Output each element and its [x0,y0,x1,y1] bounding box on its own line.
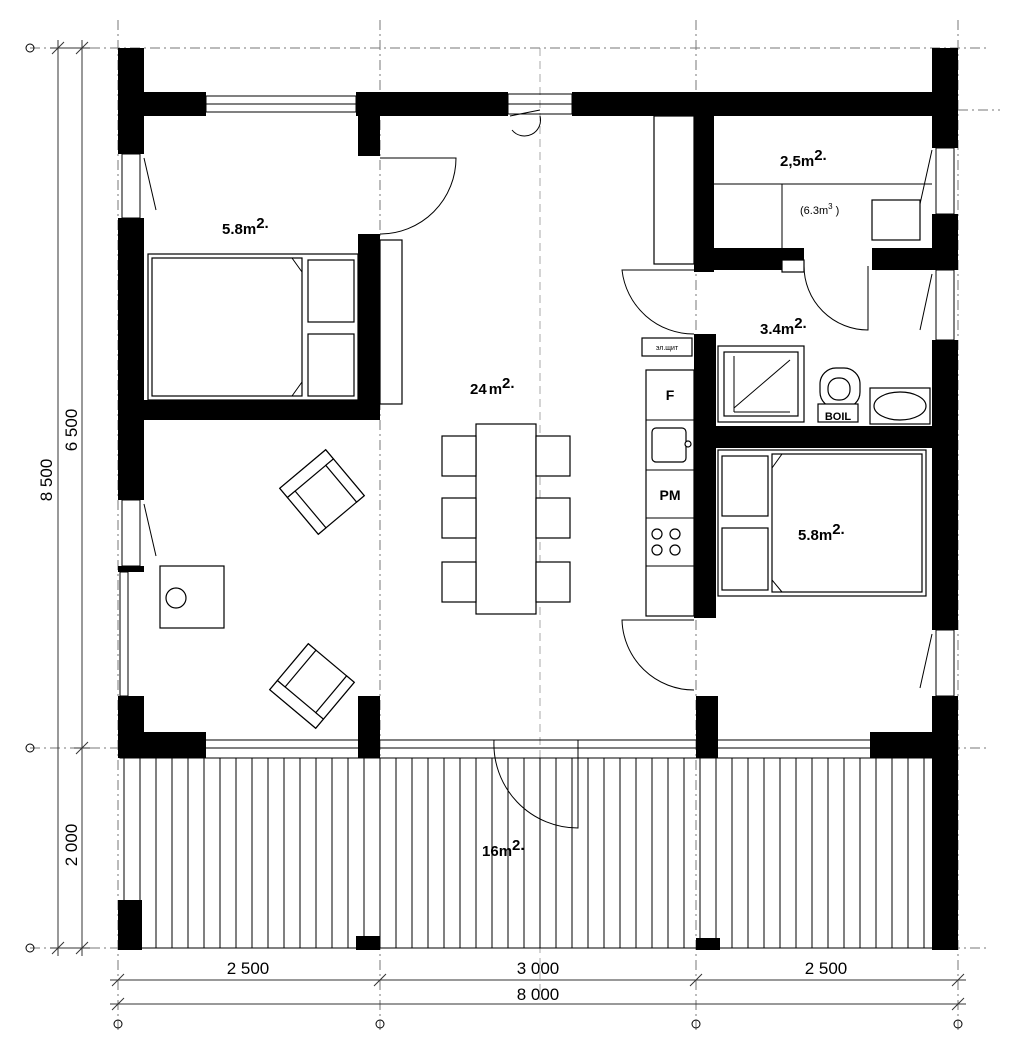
terrace-decking [118,739,958,949]
bed-right [717,449,927,597]
label-bedroom-right: 5.8m2. [798,521,845,544]
dim-bay-left: 2 500 [227,959,270,978]
armchair-top [278,448,366,536]
label-electric-panel: эл.щит [656,345,679,352]
dining-table [441,423,571,615]
dimension-lines [50,40,966,1011]
label-bedroom-left: 5.8m2. [222,215,269,238]
label-washer: PM [660,487,681,503]
label-bathroom: 3.4m2. [760,315,807,338]
dim-bay-middle: 3 000 [517,959,560,978]
toilet [817,367,861,423]
dim-terrace-depth: 2 000 [62,824,81,867]
shower [717,345,805,423]
electric-panel [641,337,693,357]
kitchen-counter [645,369,695,617]
storage-fixtures [714,183,932,273]
doors [143,109,933,829]
label-boiler: BOIL [825,411,852,423]
dim-house-depth: 6 500 [62,409,81,452]
label-terrace: 16m2. [482,837,525,860]
label-storage-volume: (6.3m3) [800,202,839,217]
label-fridge: F [666,387,675,403]
closet-top [653,115,695,265]
stove-fireplace [159,565,225,629]
dim-overall-height: 8 500 [37,459,56,502]
bed-left [147,253,359,401]
label-storage: 2,5m2. [780,147,827,170]
walls [118,48,958,950]
armchair-bottom [268,642,356,730]
wardrobe-left [379,239,403,405]
dim-overall-width: 8 000 [517,985,560,1004]
windows [119,93,955,697]
boiler-washbasin [869,387,931,425]
dim-bay-right: 2 500 [805,959,848,978]
